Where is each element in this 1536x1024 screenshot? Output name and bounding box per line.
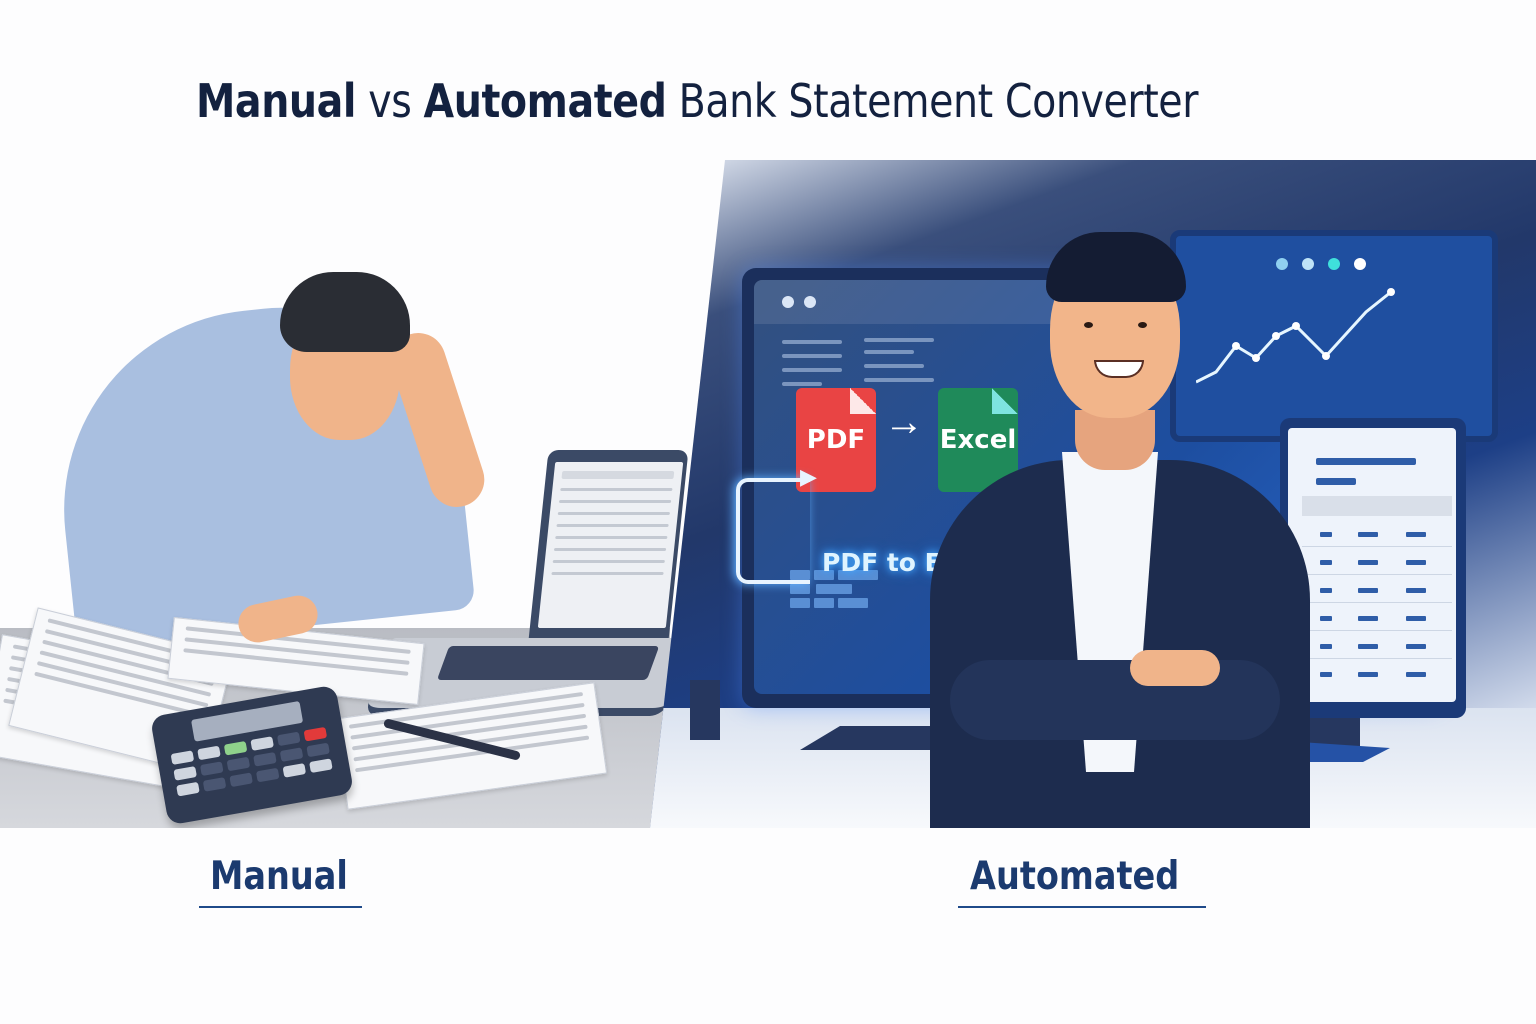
eye (1138, 322, 1147, 328)
title-vs: vs (356, 74, 424, 128)
spreadsheet-table (1288, 428, 1456, 702)
line-chart-icon (1196, 288, 1395, 384)
laptop-statement-table (537, 462, 684, 628)
keyboard (436, 646, 660, 680)
automated-person-neck (1075, 410, 1155, 470)
arrow-right-icon: → (884, 400, 924, 444)
manual-person-hair (280, 272, 410, 352)
window-dot (804, 296, 816, 308)
manual-label: Manual (210, 854, 348, 899)
laptop-screen (527, 450, 689, 650)
loop-arrowhead-icon: ▶ (800, 464, 817, 489)
title-automated: Automated (423, 74, 667, 128)
page-title: Manual vs Automated Bank Statement Conve… (196, 74, 1198, 128)
excel-file-icon: Excel (938, 388, 1018, 492)
analytics-monitor (1170, 230, 1498, 442)
title-manual: Manual (196, 74, 357, 128)
automated-label: Automated (970, 854, 1180, 899)
automated-scene: PDF → Excel ▶ PDF to Excel (650, 160, 1536, 828)
monitor-stand (1310, 718, 1360, 748)
manual-scene (0, 160, 700, 828)
eye (1084, 322, 1093, 328)
window-dot (782, 296, 794, 308)
pdf-file-icon: PDF (796, 388, 876, 492)
speaker (690, 680, 720, 740)
title-rest: Bank Statement Converter (666, 74, 1199, 128)
manual-underline (199, 906, 362, 908)
automated-person-hair (1046, 232, 1186, 302)
spreadsheet-monitor (1280, 418, 1466, 718)
loop-arrow-icon (736, 478, 810, 584)
crossed-arms (950, 660, 1280, 740)
monitor-base (1300, 742, 1390, 762)
automated-underline (958, 906, 1206, 908)
automated-person-hand (1130, 650, 1220, 686)
